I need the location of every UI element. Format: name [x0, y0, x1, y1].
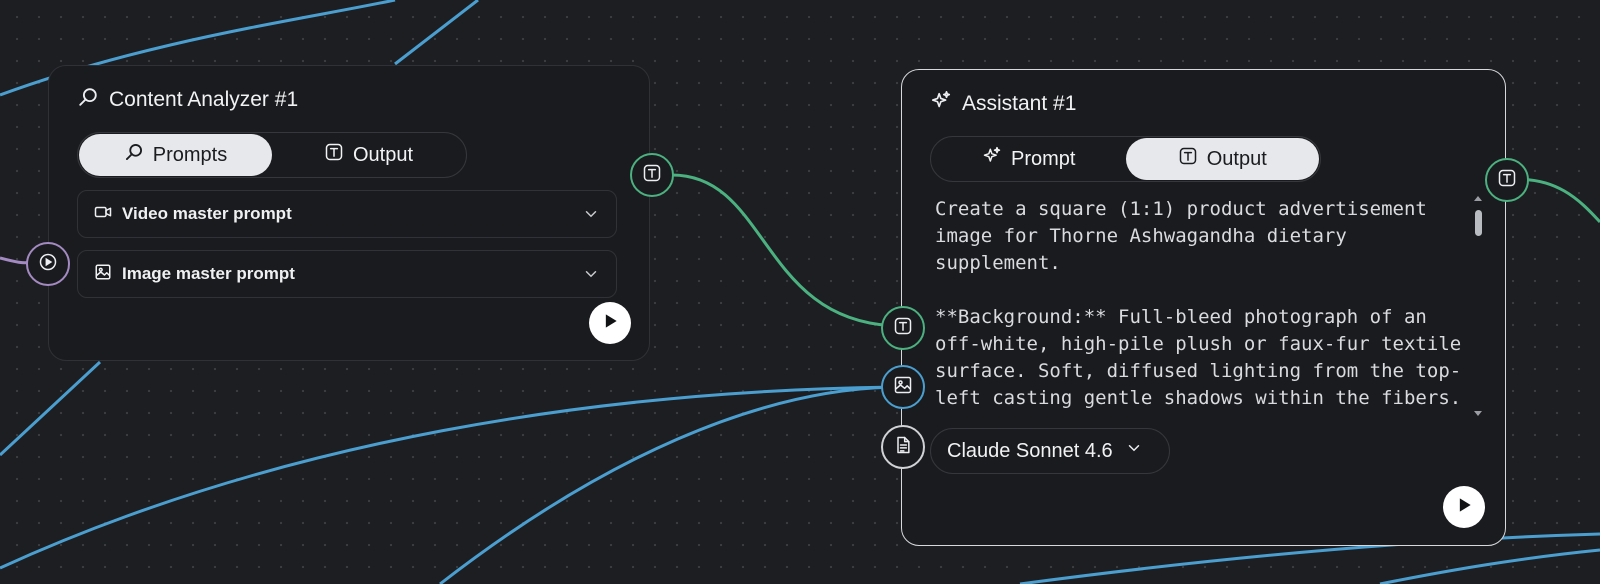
- tab-prompts[interactable]: Prompts: [79, 134, 272, 176]
- image-icon: [94, 263, 112, 286]
- model-select-value: Claude Sonnet 4.6: [947, 439, 1113, 462]
- assistant-output-port-text[interactable]: [1485, 158, 1529, 202]
- tab-output[interactable]: Output: [1125, 138, 1319, 180]
- search-icon: [124, 142, 144, 168]
- search-icon: [77, 86, 99, 114]
- video-master-prompt-accordion[interactable]: Video master prompt: [77, 190, 617, 238]
- tab-output-label: Output: [1206, 147, 1267, 170]
- assistant-header: Assistant #1: [930, 90, 1076, 118]
- assistant-run-button[interactable]: [1443, 486, 1485, 528]
- assistant-node[interactable]: Assistant #1 Prompt Output Create a squa…: [901, 69, 1506, 546]
- analyzer-run-button[interactable]: [589, 302, 631, 344]
- tab-prompt[interactable]: Prompt: [932, 138, 1126, 180]
- assistant-tab-group: Prompt Output: [930, 136, 1321, 182]
- content-analyzer-node[interactable]: Content Analyzer #1 Prompts Output Video…: [48, 65, 650, 361]
- wire-left-lower: [0, 360, 102, 457]
- model-select[interactable]: Claude Sonnet 4.6: [930, 428, 1170, 474]
- tab-prompt-label: Prompt: [1011, 147, 1076, 170]
- assistant-input-port-text[interactable]: [881, 306, 925, 350]
- wire-bottom-right-b: [1379, 548, 1600, 584]
- scroll-up-arrow[interactable]: [1474, 196, 1482, 201]
- analyzer-header: Content Analyzer #1: [77, 86, 298, 114]
- tab-output-label: Output: [352, 143, 414, 166]
- tab-output[interactable]: Output: [272, 134, 465, 176]
- chevron-down-icon: [1125, 439, 1143, 463]
- scroll-thumb[interactable]: [1475, 210, 1482, 236]
- video-camera-icon: [94, 203, 112, 226]
- chevron-down-icon: [582, 205, 600, 223]
- text-t-icon: [1178, 146, 1198, 172]
- sparkle-icon: [930, 90, 952, 118]
- chevron-down-icon: [582, 265, 600, 283]
- play-icon: [600, 311, 620, 336]
- play-icon: [1454, 495, 1474, 520]
- wire-text-link: [671, 173, 903, 328]
- image-master-prompt-accordion[interactable]: Image master prompt: [77, 250, 617, 298]
- analyzer-title: Content Analyzer #1: [109, 88, 299, 111]
- assistant-output-text[interactable]: Create a square (1:1) product advertisem…: [935, 198, 1462, 409]
- analyzer-output-port-text[interactable]: [630, 153, 674, 197]
- play-circle-icon: [38, 252, 58, 277]
- analyzer-input-port-video[interactable]: [26, 242, 70, 286]
- text-t-icon: [893, 316, 913, 341]
- assistant-title: Assistant #1: [962, 92, 1077, 115]
- wire-image-b: [439, 385, 903, 584]
- image-icon: [893, 375, 913, 400]
- tab-prompts-label: Prompts: [152, 143, 228, 166]
- text-t-icon: [1497, 168, 1517, 193]
- output-scrollbar[interactable]: [1472, 194, 1484, 418]
- video-master-prompt-label: Video master prompt: [122, 204, 292, 223]
- sparkle-icon: [982, 146, 1002, 172]
- analyzer-tab-group: Prompts Output: [77, 132, 467, 178]
- assistant-input-port-document[interactable]: [881, 425, 925, 469]
- scroll-down-arrow[interactable]: [1474, 411, 1482, 416]
- image-master-prompt-label: Image master prompt: [122, 264, 295, 283]
- wire-image-a: [0, 385, 903, 570]
- wire-left-top: [394, 0, 479, 66]
- text-t-icon: [324, 142, 344, 168]
- document-icon: [893, 435, 913, 460]
- text-t-icon: [642, 163, 662, 188]
- assistant-input-port-image[interactable]: [881, 365, 925, 409]
